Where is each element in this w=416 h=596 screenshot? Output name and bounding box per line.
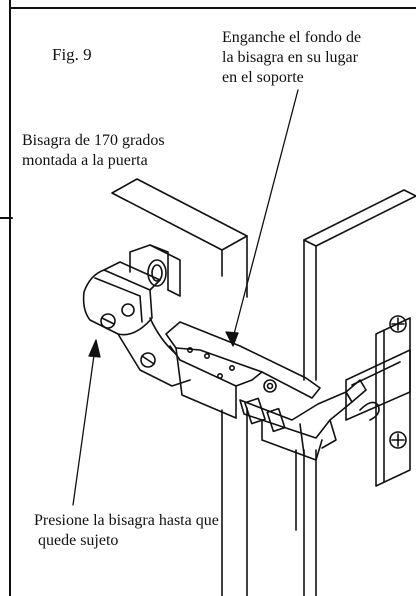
callout-press-line-2: quede sujeto [34, 532, 119, 549]
callout-engage-line-2: la bisagra en su lugar [222, 49, 358, 66]
callout-mounted-line-2: montada a la puerta [22, 152, 148, 169]
callout-mounted-hinge: Bisagra de 170 grados montada a la puert… [22, 131, 165, 171]
cabinet-side [295, 189, 416, 596]
callout-press-hinge: Presione la bisagra hasta que quede suje… [34, 511, 219, 551]
leader-lines [72, 89, 299, 506]
callout-engage-line-1: Enganche el fondo de [222, 29, 362, 46]
door-panel [111, 178, 248, 596]
callout-engage-line-3: en el soporte [222, 69, 304, 86]
callout-press-line-1: Presione la bisagra hasta que [34, 512, 219, 529]
mounting-plate [345, 315, 411, 487]
figure-label: Fig. 9 [52, 45, 92, 64]
hinge-body [82, 261, 367, 461]
callout-mounted-line-1: Bisagra de 170 grados [22, 132, 165, 149]
callout-engage-base: Enganche el fondo de la bisagra en su lu… [222, 28, 361, 88]
